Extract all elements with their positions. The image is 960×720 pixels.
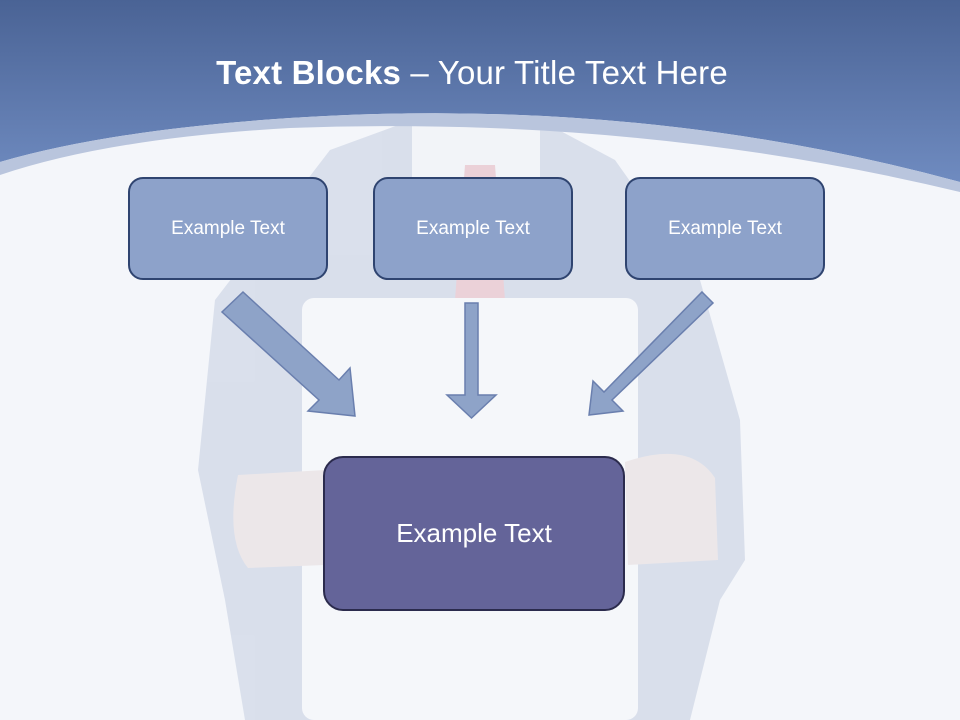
header-band [0,0,960,182]
text-box-left: Example Text [128,177,328,280]
text-box-main: Example Text [323,456,625,611]
text-box-right: Example Text [625,177,825,280]
title-bold: Text Blocks [216,54,402,91]
arrow-right [588,290,715,416]
title-dash: – [401,54,438,91]
arrow-center [445,302,498,420]
text-box-center: Example Text [373,177,573,280]
slide-title: Text Blocks – Your Title Text Here [0,54,944,92]
arrow-left [220,290,356,417]
title-rest: Your Title Text Here [437,54,728,91]
header-swoosh [0,113,960,192]
